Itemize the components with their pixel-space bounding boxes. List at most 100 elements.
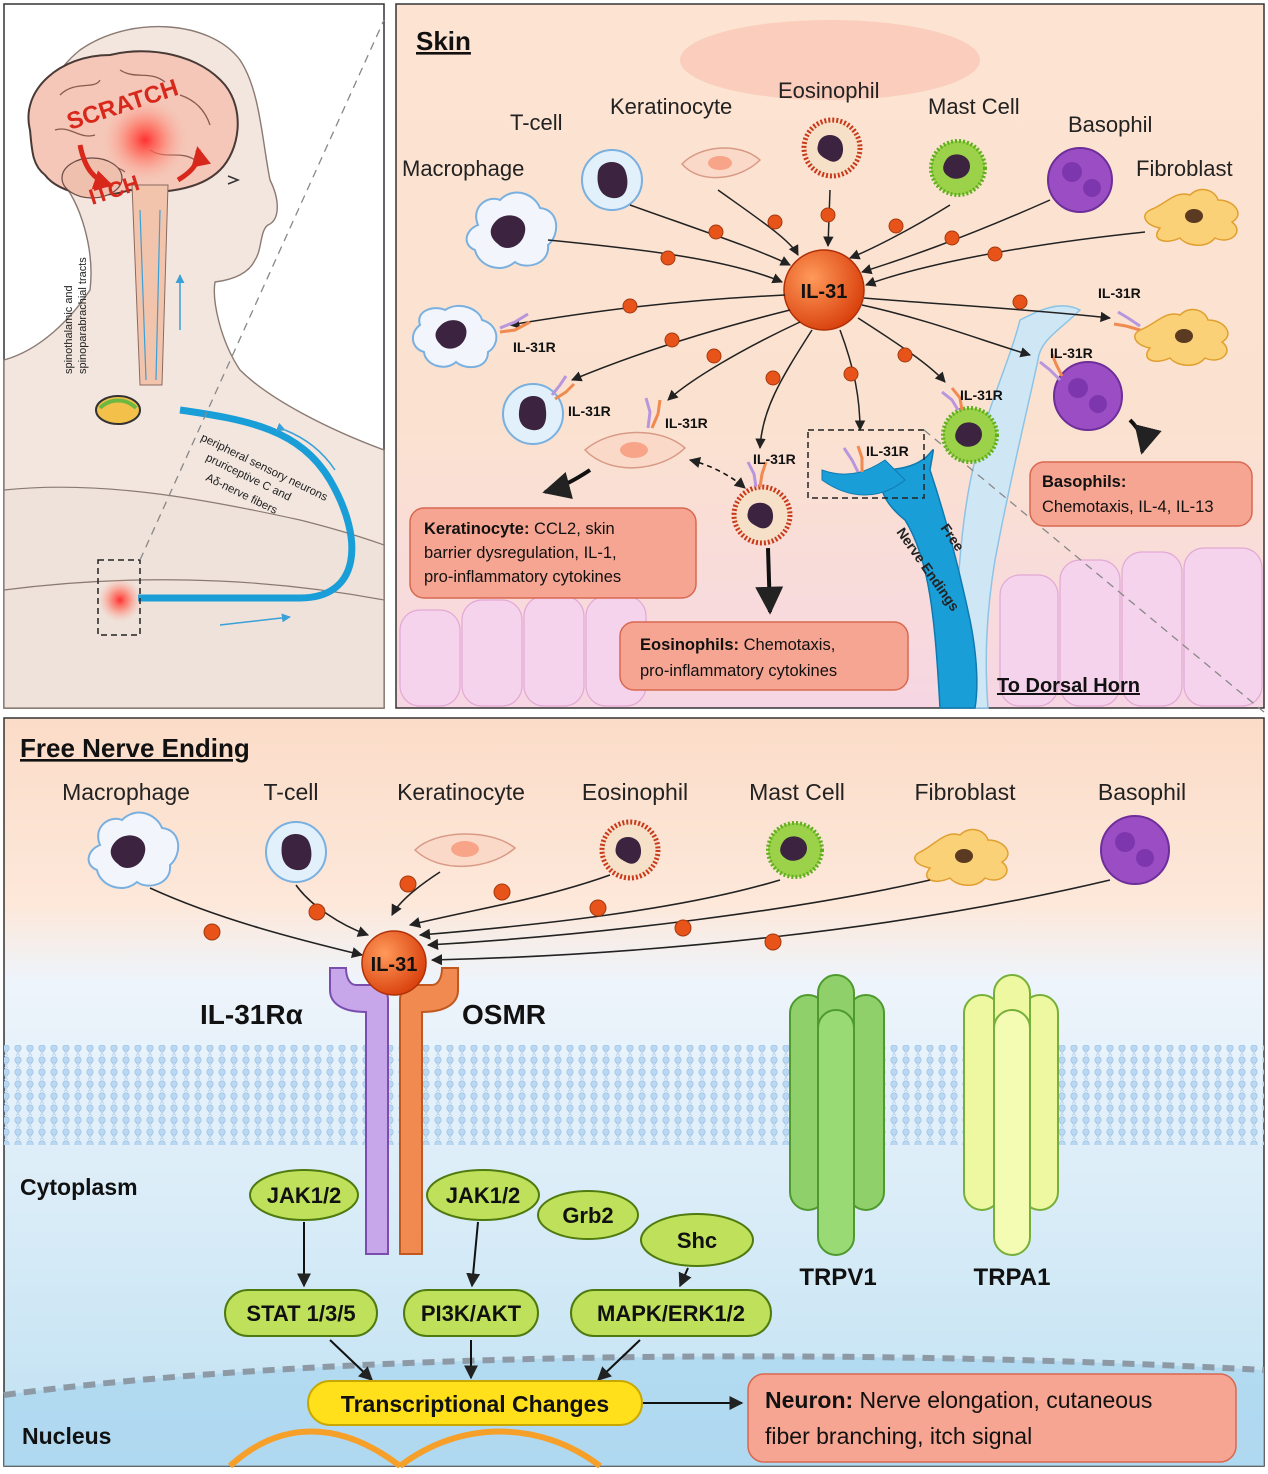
transcription-node [307, 1380, 643, 1426]
neuron-box-bold: Neuron: [765, 1387, 853, 1413]
basophil-box-bold: Basophils: [1042, 473, 1126, 491]
scratch-itch-arrow-right [176, 146, 211, 183]
pi3k-label: PI3K/AKT [421, 1301, 522, 1326]
receptor-label-7: IL-31R [1050, 345, 1093, 361]
tracts-label-line1: spinothalamic and [63, 285, 75, 374]
mapk-node [570, 1289, 772, 1337]
svg-text:Keratinocyte: CCL2, skin: Keratinocyte: CCL2, skin [424, 520, 615, 538]
skin-fibroblast-cell [1144, 188, 1239, 246]
nerve-panel-title: Free Nerve Ending [20, 733, 250, 763]
nerve-keratinocyte-cell [413, 833, 517, 868]
skin-inward-particles [660, 207, 1003, 266]
free-nerve-ending-light [954, 305, 1082, 709]
skin-label-tcell: T-cell [510, 110, 563, 135]
nerve-label-mastcell: Mast Cell [749, 779, 845, 805]
nerve-eosinophil-cell [599, 819, 661, 881]
jak-right-label: JAK1/2 [446, 1183, 521, 1208]
skin-itch-site [98, 578, 142, 622]
receptor-label-1: IL-31R [513, 339, 556, 355]
nerve-label-macrophage: Macrophage [62, 779, 190, 805]
signaling-labels: JAK1/2 JAK1/2 Grb2 Shc STAT 1/3/5 PI3K/A… [246, 1183, 745, 1326]
receptor-label-3: IL-31R [665, 415, 708, 431]
skin-receptor-labels: IL-31R IL-31R IL-31R IL-31R IL-31R IL-31… [513, 285, 1141, 467]
osmr-label: OSMR [462, 999, 546, 1030]
nerve-label-basophil: Basophil [1098, 779, 1186, 805]
skin-source-cells [465, 117, 1239, 269]
shc-node [640, 1213, 754, 1267]
trpa1-channel [963, 974, 1059, 1256]
shc-label: Shc [677, 1228, 717, 1253]
trpv1-label: TRPV1 [799, 1264, 876, 1291]
target-tcell [502, 383, 564, 445]
skin-target-cells [412, 304, 1229, 546]
skin-label-keratinocyte: Keratinocyte [610, 94, 732, 119]
neuron-outcome-box: Neuron: Nerve elongation, cutaneous fibe… [747, 1373, 1237, 1463]
stat-label: STAT 1/3/5 [246, 1301, 355, 1326]
skin-receptors [499, 310, 1141, 488]
skin-zoom-box [97, 559, 141, 636]
jak-left-node [249, 1169, 359, 1221]
brain-itch-glow [103, 98, 187, 182]
skin-outward-particles [622, 294, 1028, 386]
dna-helix [227, 1428, 602, 1469]
tracts-label-line2: spinoparabrachial tracts [77, 257, 89, 374]
scratch-itch-arrow-left [77, 144, 114, 190]
keratinocyte-box-line1: CCL2, skin [529, 520, 614, 538]
signaling-arrows [297, 1221, 744, 1410]
skin-tcell-cell [581, 149, 643, 211]
nerve-label-tcell: T-cell [264, 779, 319, 805]
skin-keratinocyte-cell [680, 147, 762, 179]
il31ra-label: IL-31Rα [200, 999, 303, 1030]
basophil-outcome-box: Basophils: Chemotaxis, IL-4, IL-13 [1029, 461, 1253, 527]
skin-label-mastcell: Mast Cell [928, 94, 1020, 119]
grb2-node [537, 1190, 639, 1240]
skin-label-fibroblast: Fibroblast [1136, 156, 1233, 181]
nerve-inward-particles [203, 875, 782, 951]
skin-il31-label: IL-31 [801, 281, 848, 303]
skin-label-basophil: Basophil [1068, 112, 1152, 137]
eosinophil-box-bold: Eosinophils: [640, 636, 739, 654]
target-macrophage [412, 304, 498, 369]
neuron-box-line1: Nerve elongation, cutaneous [853, 1387, 1152, 1413]
skin-mastcell-cell [929, 139, 987, 197]
nerve-tcell-cell [265, 821, 327, 883]
skin-macrophage-cell [465, 191, 558, 269]
trpv1-channel [789, 974, 885, 1256]
mapk-label: MAPK/ERK1/2 [597, 1301, 745, 1326]
skin-label-eosinophil: Eosinophil [778, 78, 880, 103]
skin-label-macrophage: Macrophage [402, 156, 524, 181]
skin-panel: Skin Free Nerve Endings To Dorsal Horn M… [395, 3, 1265, 713]
signaling-nodes [224, 1169, 772, 1337]
skin-basophil-cell [1047, 147, 1113, 213]
free-nerve-ending-dark [879, 449, 978, 709]
svg-text:Neuron: Nerve elongation, cuta: Neuron: Nerve elongation, cutaneous [765, 1387, 1152, 1413]
grb2-label: Grb2 [562, 1203, 613, 1228]
eosinophil-outcome-box: Eosinophils: Chemotaxis, pro-inflammator… [619, 621, 909, 691]
jak-left-label: JAK1/2 [267, 1183, 342, 1208]
receptor-label-4: IL-31R [753, 451, 796, 467]
receptor-label-6: IL-31R [960, 387, 1003, 403]
nerve-zoom-box [807, 429, 925, 499]
target-mastcell [941, 406, 999, 464]
skin-il31-ball [783, 249, 865, 331]
nerve-cell-labels: Macrophage T-cell Keratinocyte Eosinophi… [62, 779, 1186, 805]
nerve-label-fibroblast: Fibroblast [915, 779, 1017, 805]
nerve-label-eosinophil: Eosinophil [582, 779, 688, 805]
nerve-il31-label: IL-31 [371, 954, 418, 976]
skin-outward-arrows [508, 294, 1112, 450]
eosinophil-box-line1: Chemotaxis, [739, 636, 835, 654]
nerve-il31-ball [361, 930, 427, 996]
cell-membrane [4, 1045, 1264, 1145]
nerve-ending-panel: Free Nerve Ending Macrophage T-cell Kera… [3, 717, 1265, 1469]
svg-text:Eosinophils: Chemotaxis,: Eosinophils: Chemotaxis, [640, 636, 835, 654]
nuclear-envelope [3, 1353, 1265, 1398]
il31-receptor-complex: IL-31 [329, 930, 459, 1255]
target-keratinocyte [583, 431, 687, 469]
pi3k-node [403, 1289, 539, 1337]
stat-node [224, 1289, 378, 1337]
receptor-label-5: IL-31R [866, 443, 909, 459]
trpa1-label: TRPA1 [974, 1264, 1051, 1291]
keratinocyte-box-bold: Keratinocyte: [424, 520, 529, 538]
nerve-source-cells [87, 811, 1170, 889]
